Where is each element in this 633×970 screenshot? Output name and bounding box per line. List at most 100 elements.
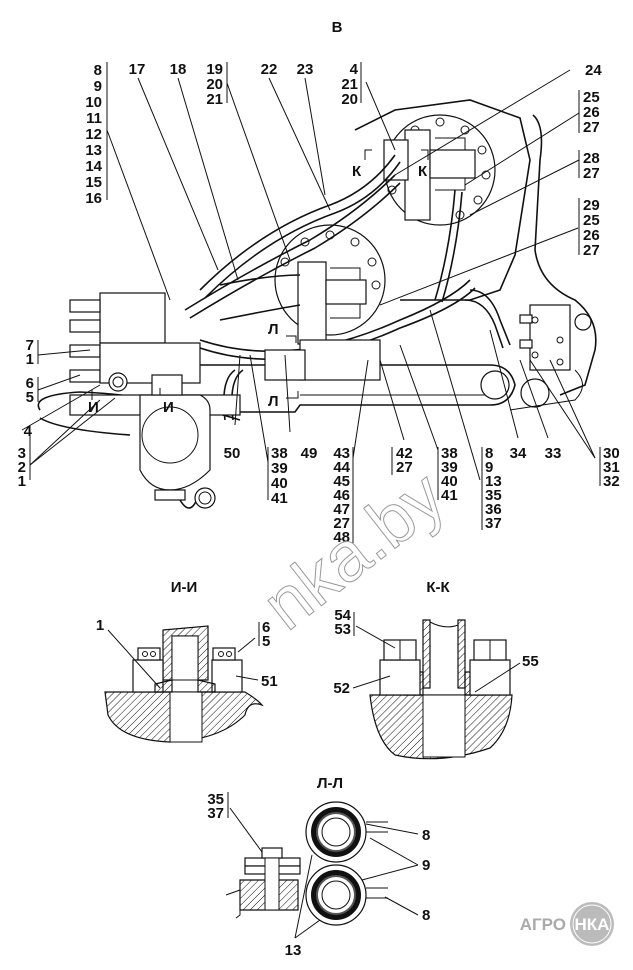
svg-text:41: 41: [271, 490, 288, 507]
section-marker-l: Л Л: [268, 321, 299, 410]
kk-callout-54: 54: [334, 607, 351, 624]
kk-callout-52: 52: [333, 680, 350, 697]
svg-text:14: 14: [85, 158, 102, 175]
callout-stack-4-21-20: 4 21 20: [341, 61, 358, 108]
svg-text:31: 31: [603, 459, 620, 476]
svg-text:30: 30: [603, 445, 620, 462]
svg-text:48: 48: [333, 529, 350, 546]
svg-text:К: К: [352, 163, 362, 180]
callout-17: 17: [129, 61, 146, 78]
right-valve-block: [519, 304, 592, 371]
svg-text:38: 38: [271, 445, 288, 462]
svg-text:45: 45: [333, 473, 350, 490]
callout-stack-7-1: 7 1: [26, 337, 34, 368]
svg-text:47: 47: [333, 501, 350, 518]
svg-text:26: 26: [583, 104, 600, 121]
logo-text-right: НКА: [575, 915, 610, 934]
svg-text:3: 3: [18, 445, 26, 462]
callout-50: 50: [224, 445, 241, 462]
main-assembly-view: К К И И Л Л: [18, 61, 620, 546]
section-ll-title: Л-Л: [317, 775, 343, 792]
callout-brackets: [29, 62, 601, 543]
svg-text:40: 40: [441, 473, 458, 490]
svg-text:27: 27: [583, 242, 600, 259]
callout-33: 33: [545, 445, 562, 462]
svg-text:19: 19: [206, 61, 223, 78]
frame-side-plate: [532, 114, 597, 396]
svg-text:44: 44: [333, 459, 350, 476]
section-marker-k: К К: [352, 149, 429, 180]
svg-text:10: 10: [85, 94, 102, 111]
section-ii-view: И-И 1 6 5 51: [96, 579, 278, 743]
agronka-logo: АГРО НКА: [520, 902, 614, 946]
svg-text:42: 42: [396, 445, 413, 462]
svg-text:8: 8: [485, 445, 493, 462]
svg-text:32: 32: [603, 473, 620, 490]
svg-text:12: 12: [85, 126, 102, 143]
ll-callout-9: 9: [422, 857, 430, 874]
svg-text:8: 8: [94, 62, 102, 79]
svg-text:4: 4: [350, 61, 359, 78]
pump-housing: [139, 374, 216, 509]
section-ll-view: Л-Л 35 37 8 9 8 13: [207, 775, 430, 959]
svg-text:27: 27: [333, 515, 350, 532]
svg-text:46: 46: [333, 487, 350, 504]
frame-bracket: [354, 99, 531, 301]
section-marker-i: И И: [88, 388, 174, 416]
svg-text:28: 28: [583, 150, 600, 167]
callout-24: 24: [585, 62, 602, 79]
callout-stack-8-37: 8 9 13 35 36 37: [485, 445, 502, 532]
svg-text:13: 13: [485, 473, 502, 490]
svg-text:27: 27: [583, 119, 600, 136]
callout-23: 23: [297, 61, 314, 78]
ii-callout-6: 6: [262, 619, 270, 636]
ii-callout-1: 1: [96, 617, 104, 634]
section-kk-view: К-К 54 53 52 55: [333, 579, 539, 760]
svg-text:26: 26: [583, 227, 600, 244]
svg-text:39: 39: [271, 460, 288, 477]
callout-stack-38-41-left: 38 39 40 41: [271, 445, 288, 507]
upper-hydraulic-motor: [383, 114, 496, 226]
svg-text:41: 41: [441, 487, 458, 504]
ll-callout-8-bottom: 8: [422, 907, 430, 924]
callout-stack-6-5: 6 5: [26, 375, 34, 406]
callout-4: 4: [24, 423, 33, 440]
callout-18: 18: [170, 61, 187, 78]
ll-callout-8-top: 8: [422, 827, 430, 844]
callout-22: 22: [261, 61, 278, 78]
ii-callout-51: 51: [261, 673, 278, 690]
svg-text:15: 15: [85, 174, 102, 191]
svg-text:К: К: [418, 163, 428, 180]
svg-text:27: 27: [583, 165, 600, 182]
logo-text-left: АГРО: [520, 915, 566, 934]
callout-stack-38-41-right: 38 39 40 41: [441, 445, 458, 504]
svg-text:25: 25: [583, 212, 600, 229]
svg-text:39: 39: [441, 459, 458, 476]
svg-text:1: 1: [18, 473, 26, 490]
callout-top-left-stack: 8 9 10 11 12 13 14 15 16: [85, 62, 102, 207]
ll-callout-37: 37: [207, 805, 224, 822]
callout-stack-19-21: 19 20 21: [206, 61, 223, 108]
svg-text:6: 6: [26, 375, 34, 392]
svg-text:21: 21: [206, 91, 223, 108]
kk-callout-55: 55: [522, 653, 539, 670]
svg-text:37: 37: [485, 515, 502, 532]
kk-callout-53: 53: [334, 621, 351, 638]
svg-text:29: 29: [583, 197, 600, 214]
svg-text:38: 38: [441, 445, 458, 462]
svg-text:13: 13: [85, 142, 102, 159]
svg-text:40: 40: [271, 475, 288, 492]
svg-text:20: 20: [341, 91, 358, 108]
lower-hydraulic-motor: [274, 224, 386, 345]
svg-text:5: 5: [26, 389, 34, 406]
callout-stack-29-27: 29 25 26 27: [583, 197, 600, 259]
svg-text:И: И: [163, 399, 174, 416]
svg-text:27: 27: [396, 459, 413, 476]
svg-text:21: 21: [341, 76, 358, 93]
svg-text:1: 1: [26, 351, 34, 368]
ii-callout-5: 5: [262, 633, 270, 650]
callout-stack-30-32: 30 31 32: [603, 445, 620, 490]
leader-lines: [21, 69, 596, 481]
ll-callout-35: 35: [207, 791, 224, 808]
